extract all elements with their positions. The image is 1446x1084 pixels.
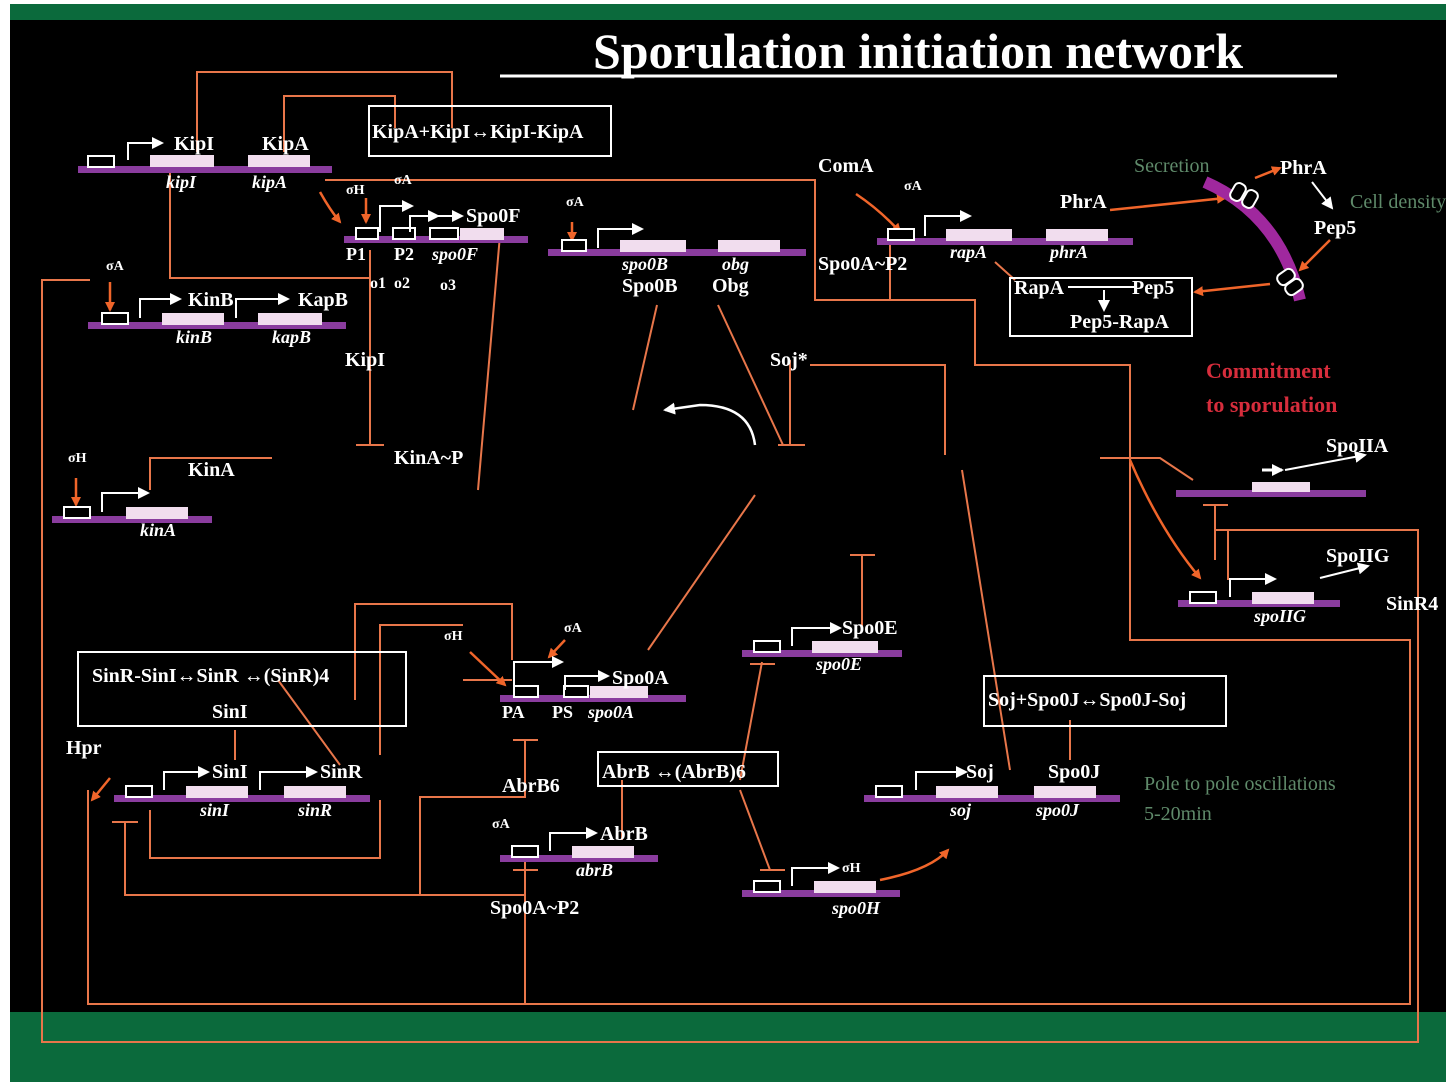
sigmaH-4: σH [842,861,861,876]
o2-label: o2 [394,275,410,292]
spo0A-protein: Spo0A [612,667,669,689]
sigmaA-3: σA [904,179,923,194]
membrane-pores [1229,182,1304,297]
diagram-title: Sporulation initiation network [593,23,1243,79]
kipI-protein: KipI [174,133,214,155]
spo0A-p2-label-1: Spo0A~P2 [818,253,907,275]
soj-complex: Soj+Spo0J↔Spo0J-Soj [988,689,1186,711]
spo0E-protein: Spo0E [842,617,898,639]
sinR4-label: SinR4 [1386,593,1438,615]
center-curved-arrow [663,402,757,446]
kinB-gene: kinB [176,327,212,347]
spo0F-protein: Spo0F [466,205,520,227]
o1-label: o1 [370,275,386,292]
kinB-protein: KinB [188,289,234,311]
sigmaA-2: σA [566,195,585,210]
abrB-gene: abrB [576,860,613,880]
phrA-label-1: PhrA [1060,191,1107,213]
spo0J-protein: Spo0J [1048,761,1100,783]
spo0F-gene: spo0F [431,244,478,264]
rapA-box-rapA: RapA [1014,277,1065,299]
top-green-band [10,4,1446,20]
spo0A-p2-label-2: Spo0A~P2 [490,897,579,919]
kapB-gene: kapB [272,327,311,347]
kinA-p-label: KinA~P [394,447,463,469]
hpr-label: Hpr [66,737,102,759]
pA-label: PA [502,702,525,722]
wire-network [41,71,1419,1043]
kapB-protein: KapB [298,289,348,311]
kipA-protein: KipA [262,133,309,155]
sigmaH-2: σH [68,451,87,466]
spo0B-protein: Spo0B [622,275,678,297]
spoIIA-label: SpoIIA [1326,435,1389,457]
complex-boxes [77,105,1227,787]
rapA-box-complex: Pep5-RapA [1070,311,1169,333]
kipA-gene: kipA [252,172,287,192]
sinI-in-box: SinI [212,701,248,723]
sinR-protein: SinR [320,761,363,783]
sigmaA-4: σA [106,259,125,274]
obg-protein: Obg [712,275,749,297]
spoIIG-gene: spoIIG [1253,606,1306,626]
sigmaA-1: σA [394,173,413,188]
comA-label: ComA [818,155,874,177]
commitment-line-1: Commitment [1206,358,1331,383]
slide-background [10,18,1446,1068]
rapA-gene: rapA [950,242,987,262]
soj-gene: soj [949,800,972,820]
cell-density-label: Cell density [1350,191,1446,213]
sigmaH-1: σH [346,183,365,198]
sigmaA-5: σA [564,621,583,636]
abrB6-label: AbrB6 [502,775,560,797]
phrA-label-2: PhrA [1280,157,1327,179]
orange-arrows [71,166,1331,882]
pS-label: PS [552,702,573,722]
gene-tracks [52,137,1370,897]
abrB-complex: AbrB ↔(AbrB)6 [602,761,746,783]
commitment-line-2: to sporulation [1206,392,1337,417]
spoIIG-label: SpoIIG [1326,545,1390,567]
o3-label: o3 [440,277,456,294]
labels: KipI kipI KipA kipA KipA+KipI↔KipI-KipA … [66,121,1446,919]
sinR-gene: sinR [297,800,332,820]
kip-complex: KipA+KipI↔KipI-KipA [372,121,584,143]
obg-gene: obg [722,254,749,274]
p2-label: P2 [394,244,414,264]
sin-complex: SinR-SinI↔SinR ↔(SinR)4 [92,665,329,687]
phrA-to-pep5-arrow [1311,181,1334,210]
pep5-label: Pep5 [1314,217,1356,239]
pole-oscillation-line-2: 5-20min [1144,803,1212,825]
spo0A-gene: spo0A [587,702,634,722]
kinA-protein: KinA [188,459,235,481]
rapA-box-pep5: Pep5 [1132,277,1174,299]
sinI-protein: SinI [212,761,248,783]
p1-label: P1 [346,244,366,264]
spo0B-gene: spo0B [621,254,668,274]
spo0E-gene: spo0E [815,654,862,674]
soj-protein: Soj [966,761,994,783]
kipI-label-2: KipI [345,349,385,371]
pole-oscillation-line-1: Pole to pole oscillations [1144,773,1336,795]
soj-star-label: Soj* [770,349,808,371]
phrA-gene: phrA [1048,242,1088,262]
sigmaH-3: σH [444,629,463,644]
sigmaA-6: σA [492,817,511,832]
spo0J-gene: spo0J [1035,800,1080,820]
kinA-gene: kinA [140,520,176,540]
spo0H-gene: spo0H [831,898,881,918]
abrB-protein: AbrB [600,823,648,845]
bottom-green-band [10,1012,1446,1082]
sinI-gene: sinI [199,800,230,820]
secretion-label: Secretion [1134,155,1210,177]
kipI-gene: kipI [166,172,197,192]
